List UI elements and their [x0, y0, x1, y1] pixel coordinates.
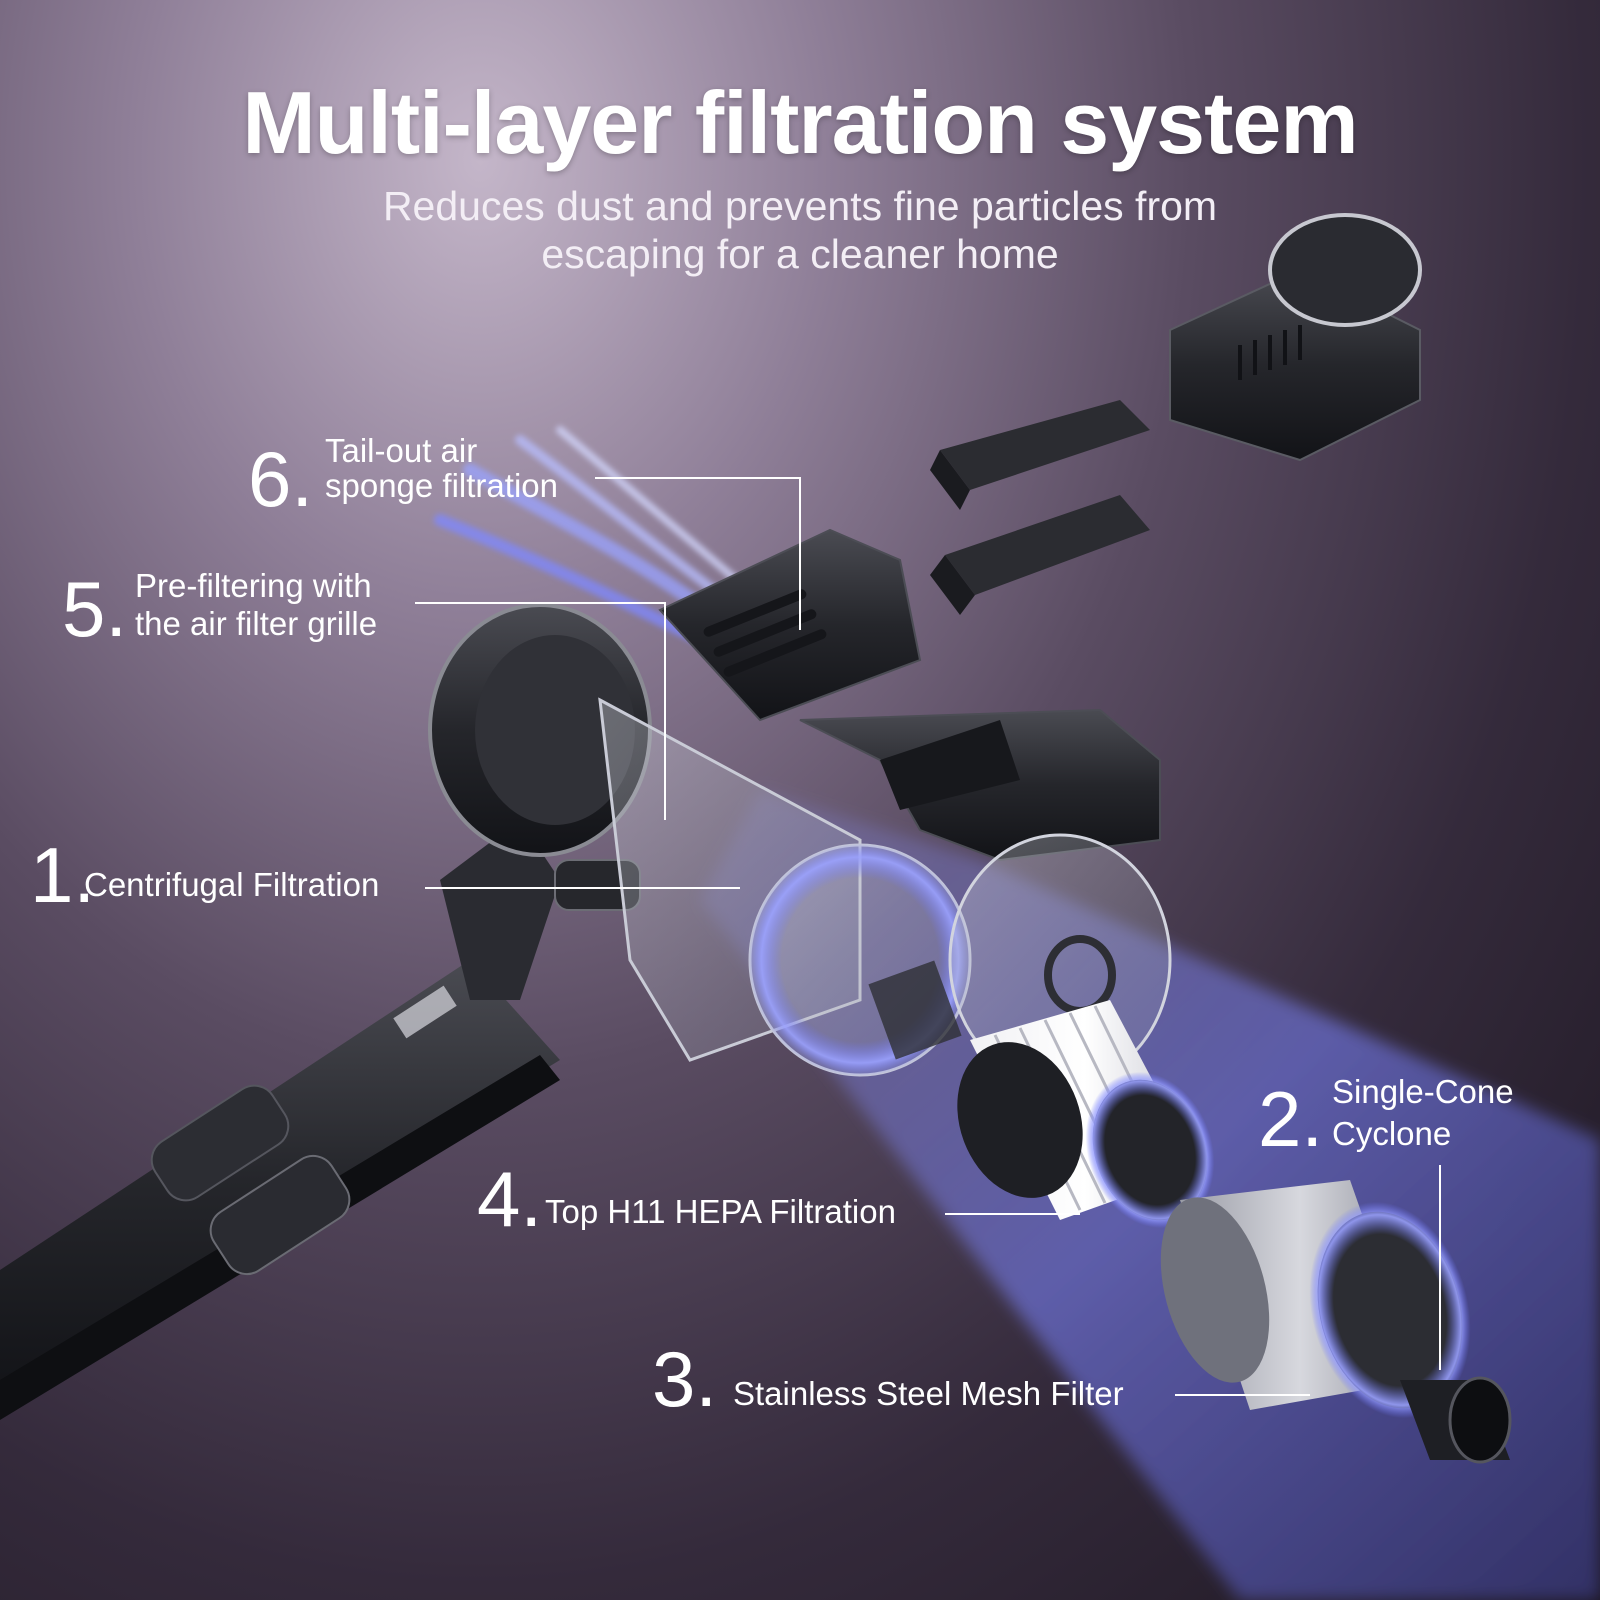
dust-bin	[598, 697, 972, 1077]
callout-label: Stainless Steel Mesh Filter	[733, 1375, 1124, 1412]
leader-lines	[415, 477, 1441, 1396]
vacuum-body	[428, 528, 1161, 1000]
hepa-filter	[957, 1000, 1215, 1229]
subtitle-line-1: Reduces dust and prevents fine particles…	[382, 183, 1218, 229]
callout-number: 1.	[30, 831, 96, 919]
vacuum-wand	[0, 960, 560, 1420]
subtitle-line-2: escaping for a cleaner home	[541, 231, 1059, 277]
page-subtitle: Reduces dust and prevents fine particles…	[300, 182, 1300, 278]
mesh-filter	[1160, 1180, 1471, 1419]
callout-number: 2.	[1258, 1075, 1324, 1163]
callout-number: 3.	[652, 1335, 718, 1423]
air-filter-grille	[703, 589, 827, 677]
sponge-filters	[930, 400, 1150, 615]
battery-pack	[1169, 213, 1422, 462]
callout-number: 5.	[62, 565, 128, 653]
callout-number: 4.	[477, 1155, 543, 1243]
callout-label: Top H11 HEPA Filtration	[545, 1193, 896, 1230]
page-title: Multi-layer filtration system	[242, 73, 1358, 172]
callout-number: 6.	[248, 435, 314, 523]
callout-label-line-2: the air filter grille	[135, 605, 378, 642]
callout-label-line-1: Single-Cone	[1332, 1073, 1514, 1110]
cyclone-cone	[1400, 1376, 1512, 1464]
callout-label-line-2: sponge filtration	[325, 467, 558, 504]
callout-label-line-1: Pre-filtering with	[135, 567, 372, 604]
callout-label-line-1: Tail-out air	[325, 432, 478, 469]
callout-label-line-2: Cyclone	[1332, 1115, 1452, 1152]
callout-label: Centrifugal Filtration	[84, 866, 380, 903]
